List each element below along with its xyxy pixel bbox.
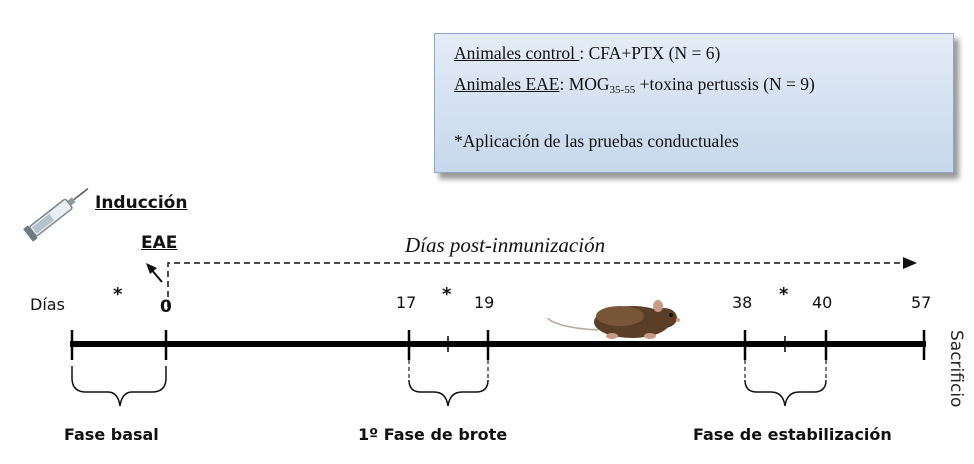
legend-eae: Animales EAE: MOG35-55 +toxina pertussis… — [454, 74, 815, 96]
dpi-label: Días post-inmunización — [405, 233, 606, 257]
legend-control-label: Animales control — [454, 43, 580, 63]
eae-pointer-head — [146, 263, 157, 274]
legend-note: *Aplicación de las pruebas conductuales — [454, 131, 739, 151]
tick-label-57: 57 — [911, 293, 932, 312]
tick-label-19: 19 — [474, 293, 495, 312]
dias-label: Días — [30, 295, 65, 314]
eae-label: EAE — [141, 233, 178, 253]
tick-label-38: 38 — [732, 293, 753, 312]
legend-eae-sub: 35-55 — [609, 84, 636, 96]
star-basal: * — [113, 284, 123, 305]
phase-estabilizacion-label: Fase de estabilización — [693, 425, 892, 444]
induction-label: Inducción — [95, 193, 188, 213]
mouse-icon — [547, 300, 680, 339]
phase-brote-label: 1º Fase de brote — [358, 425, 508, 444]
tick-label-40: 40 — [812, 293, 833, 312]
sacrificio-label: Sacrificio — [946, 330, 966, 408]
brace-estabilizacion — [744, 379, 827, 407]
brace-basal — [71, 366, 167, 407]
tick-label-17: 17 — [396, 293, 417, 312]
star-estabilizacion: * — [779, 284, 789, 305]
legend-eae-label: Animales EAE — [454, 74, 560, 94]
star-brote: * — [442, 284, 452, 305]
legend-box: Animales control : CFA+PTX (N = 6) Anima… — [434, 33, 954, 173]
syringe-icon — [23, 188, 89, 242]
tick-label-0: 0 — [160, 297, 172, 317]
phase-basal-label: Fase basal — [64, 425, 159, 444]
brace-brote — [408, 379, 489, 407]
legend-eae-mog: : MOG — [559, 74, 610, 94]
dpi-dashed-arrow — [167, 262, 910, 307]
legend-control-detail: : CFA+PTX (N = 6) — [579, 43, 721, 63]
legend-eae-detail: +toxina pertussis (N = 9) — [635, 74, 815, 94]
dpi-arrow-head — [903, 257, 917, 269]
legend-control: Animales control : CFA+PTX (N = 6) — [454, 43, 720, 64]
